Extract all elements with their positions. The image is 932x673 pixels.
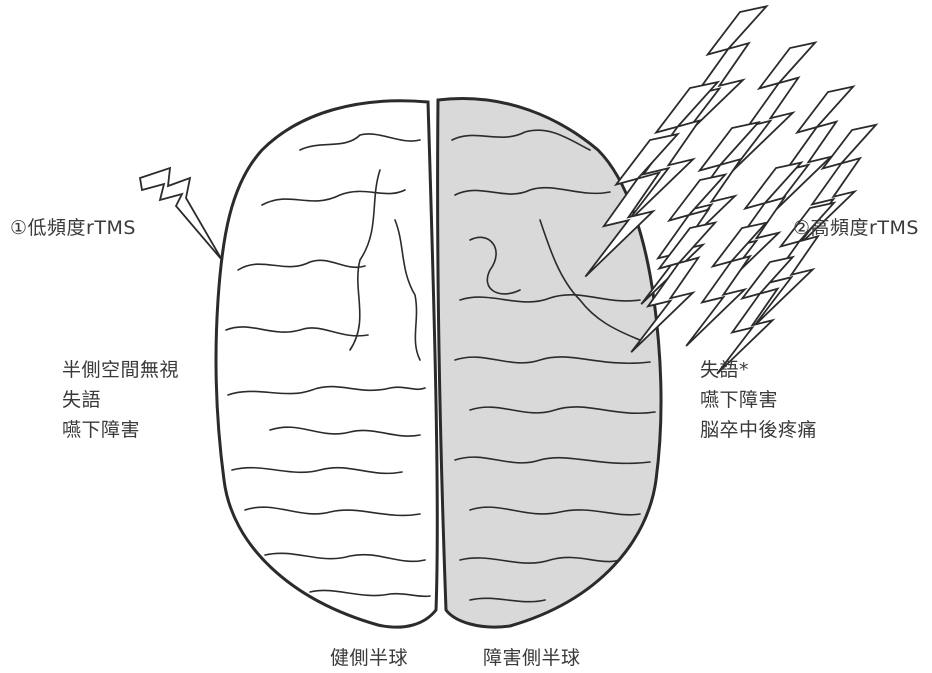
- indication-item: 失語: [62, 385, 179, 415]
- indication-item: 嚥下障害: [62, 415, 179, 445]
- affected-side-indications: 失語* 嚥下障害 脳卒中後疼痛: [700, 355, 817, 445]
- healthy-hemisphere: [216, 101, 437, 627]
- low-frequency-lightning-icon: [140, 168, 222, 260]
- high-frequency-rtms-label: ②高頻度rTMS: [793, 213, 919, 243]
- indication-item: 脳卒中後疼痛: [700, 415, 817, 445]
- indication-item: 嚥下障害: [700, 385, 817, 415]
- low-frequency-rtms-label: ①低頻度rTMS: [10, 213, 136, 243]
- indication-item: 半側空間無視: [62, 355, 179, 385]
- indication-item: 失語*: [700, 355, 817, 385]
- healthy-side-indications: 半側空間無視 失語 嚥下障害: [62, 355, 179, 445]
